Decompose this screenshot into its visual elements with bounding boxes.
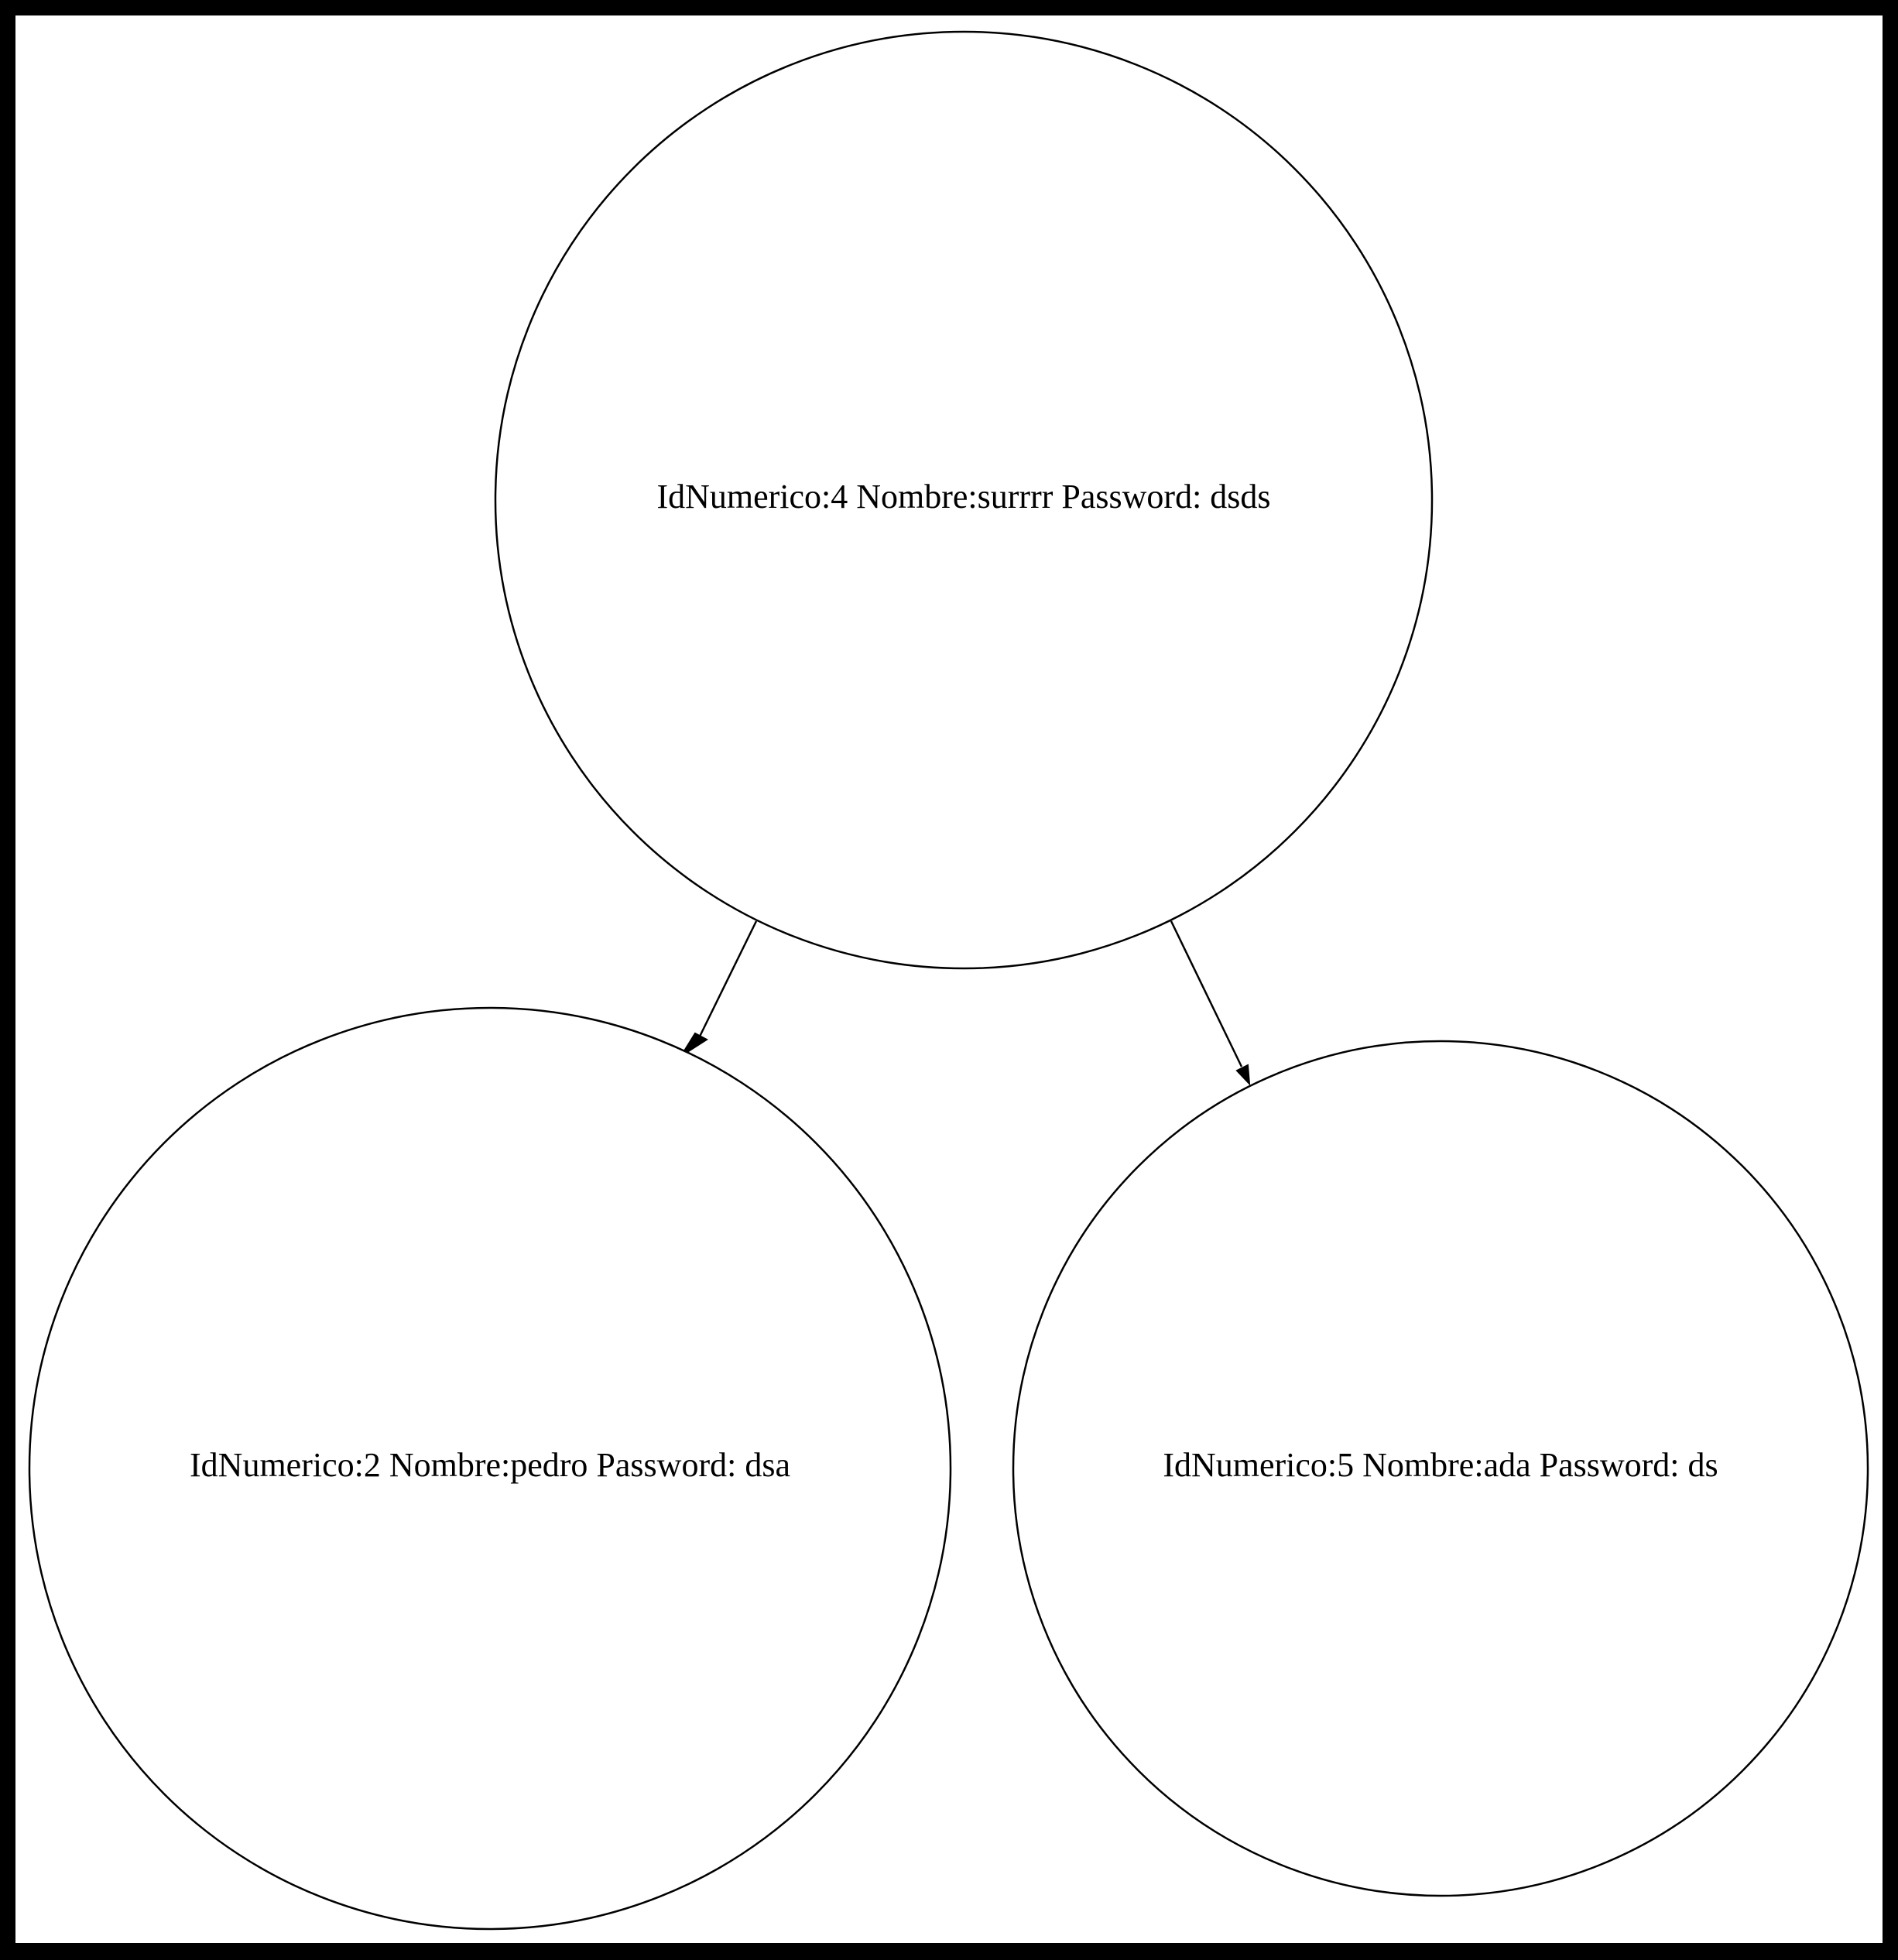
node-circle [28,1006,952,1931]
node-n4: IdNumerico:4 Nombre:surrrr Password: dsd… [494,30,1434,970]
node-label: IdNumerico:2 Nombre:pedro Password: dsa [190,1446,790,1484]
node-label: IdNumerico:5 Nombre:ada Password: ds [1163,1446,1718,1484]
edge-n4-n2 [680,920,758,1057]
node-n2: IdNumerico:2 Nombre:pedro Password: dsa [28,1006,952,1931]
edge-arrowhead [680,1032,708,1057]
node-circle [1012,1040,1869,1897]
node-label: IdNumerico:4 Nombre:surrrr Password: dsd… [656,478,1270,516]
node-n5: IdNumerico:5 Nombre:ada Password: ds [1012,1040,1869,1897]
edge-n4-n5 [1170,920,1251,1086]
node-circle [494,30,1434,970]
edge-arrowhead [1235,1064,1251,1086]
